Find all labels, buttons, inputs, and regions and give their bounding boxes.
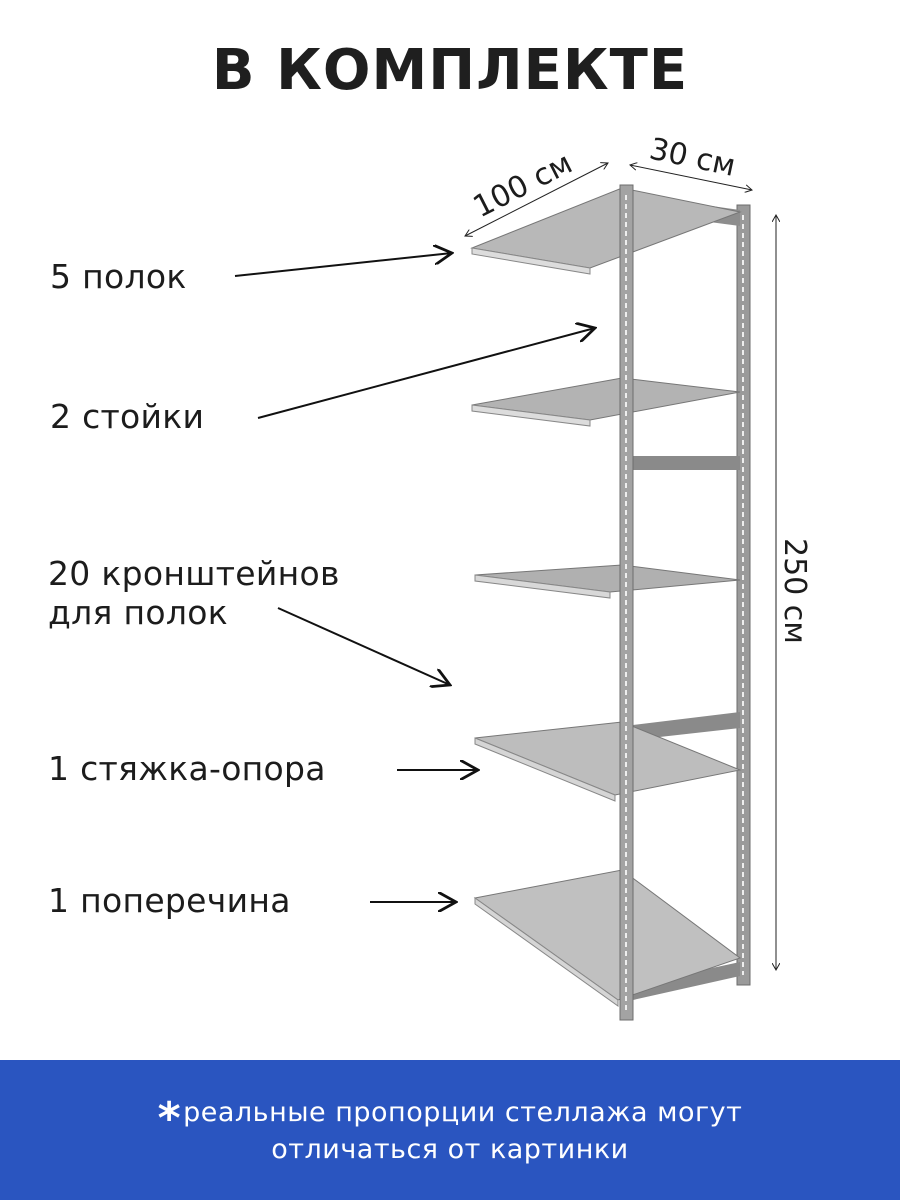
disclaimer-line1: *реальные пропорции стеллажа могут (0, 1093, 900, 1144)
page-title: В КОМПЛЕКТЕ (211, 38, 689, 103)
shelving-illustration: 100 см 30 см 250 см (234, 132, 812, 1021)
shelf-2 (471, 377, 741, 427)
asterisk-icon: * (157, 1093, 182, 1144)
label-crossbar: 1 поперечина (48, 881, 291, 920)
disclaimer-banner: *реальные пропорции стеллажа могут отлич… (0, 1060, 900, 1200)
dimension-height: 250 см (776, 215, 812, 970)
back-upright (736, 204, 751, 986)
disclaimer-line2: отличаться от картинки (271, 1134, 629, 1165)
arrow-uprights (257, 328, 595, 419)
front-upright (619, 184, 634, 1021)
label-brackets-line2: для полок (48, 593, 228, 632)
svg-text:250 см: 250 см (777, 538, 812, 644)
disclaimer-text-1: реальные пропорции стеллажа могут (183, 1097, 743, 1128)
shelf-4 (474, 721, 742, 802)
label-shelves: 5 полок (50, 257, 187, 296)
arrow-brackets (277, 607, 450, 685)
shelves (470, 187, 742, 1007)
pointer-arrows (234, 253, 595, 902)
shelf-3 (474, 564, 741, 599)
dimension-depth: 30 см (630, 132, 752, 190)
arrow-shelves (234, 253, 452, 277)
label-uprights: 2 стойки (50, 397, 205, 436)
shelf-5 (473, 869, 742, 1007)
svg-text:30 см: 30 см (646, 132, 738, 184)
label-brackets-line1: 20 кронштейнов (48, 554, 340, 593)
crossbars (633, 195, 740, 1000)
label-tie-support: 1 стяжка-опора (48, 749, 326, 788)
